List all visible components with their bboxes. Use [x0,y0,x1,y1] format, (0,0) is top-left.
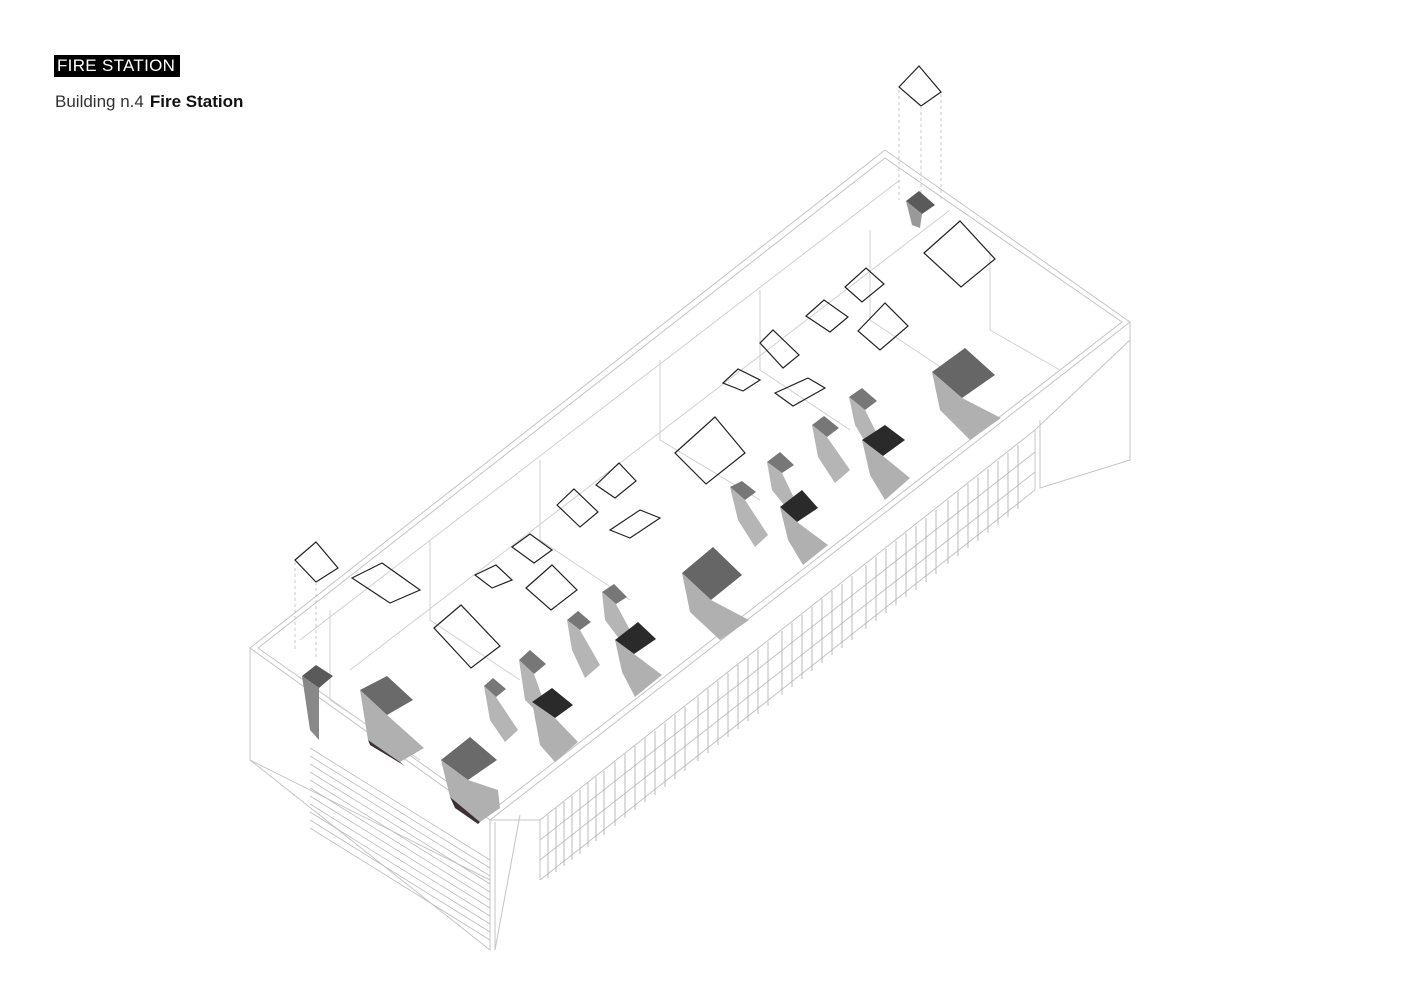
building-name: Fire Station [149,92,244,111]
subtitle: Building n.4 Fire Station [55,92,243,112]
title-tag: FIRE STATION [54,55,181,77]
volume [302,665,333,740]
building-label: Building n.4 [55,92,144,111]
